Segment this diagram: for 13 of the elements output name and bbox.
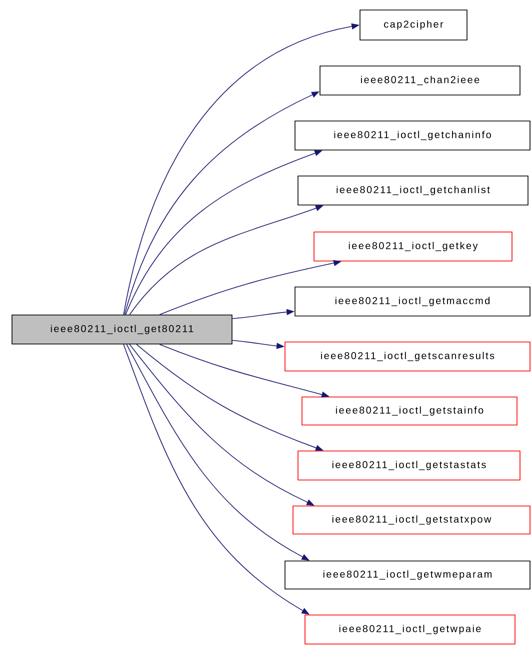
function-box: ieee80211_ioctl_getwmeparam <box>284 560 530 590</box>
function-box: ieee80211_ioctl_getstainfo <box>302 396 518 426</box>
function-box: ieee80211_ioctl_getchaninfo <box>294 120 530 150</box>
function-box: ieee80211_chan2ieee <box>320 66 520 96</box>
function-box: ieee80211_ioctl_getkey <box>314 232 512 262</box>
function-box: ieee80211_ioctl_getstastats <box>298 450 520 480</box>
function-box: cap2cipher <box>360 10 468 40</box>
function-box: ieee80211_ioctl_getchanlist <box>298 176 528 206</box>
function-box: ieee80211_ioctl_getmaccmd <box>294 286 530 316</box>
function-box: ieee80211_ioctl_getwpaie <box>304 614 516 644</box>
function-box: ieee80211_ioctl_getscanresults <box>284 342 530 372</box>
function-box: ieee80211_ioctl_getstatxpow <box>292 506 530 534</box>
caller-box: ieee80211_ioctl_get80211 <box>12 314 232 344</box>
